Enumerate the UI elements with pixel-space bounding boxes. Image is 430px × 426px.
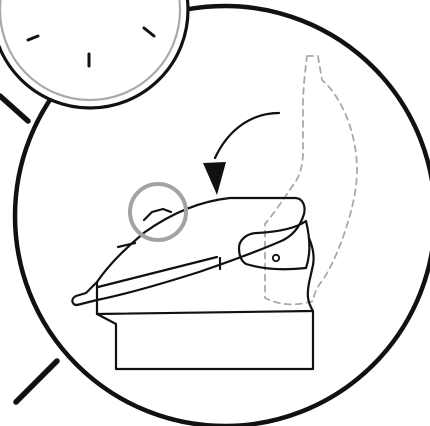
- magnifier-handle-bottom: [13, 358, 60, 405]
- curved-arrow-icon: [203, 111, 281, 195]
- highlight-circle-icon: [128, 182, 188, 242]
- clock-icon: [0, 0, 190, 110]
- main-magnifier-lens: [12, 3, 430, 426]
- device-body: [95, 219, 315, 371]
- magnifier-handle-left: [0, 93, 31, 124]
- device-lid: [71, 196, 306, 307]
- device-dashed-lid-outline: [264, 55, 358, 306]
